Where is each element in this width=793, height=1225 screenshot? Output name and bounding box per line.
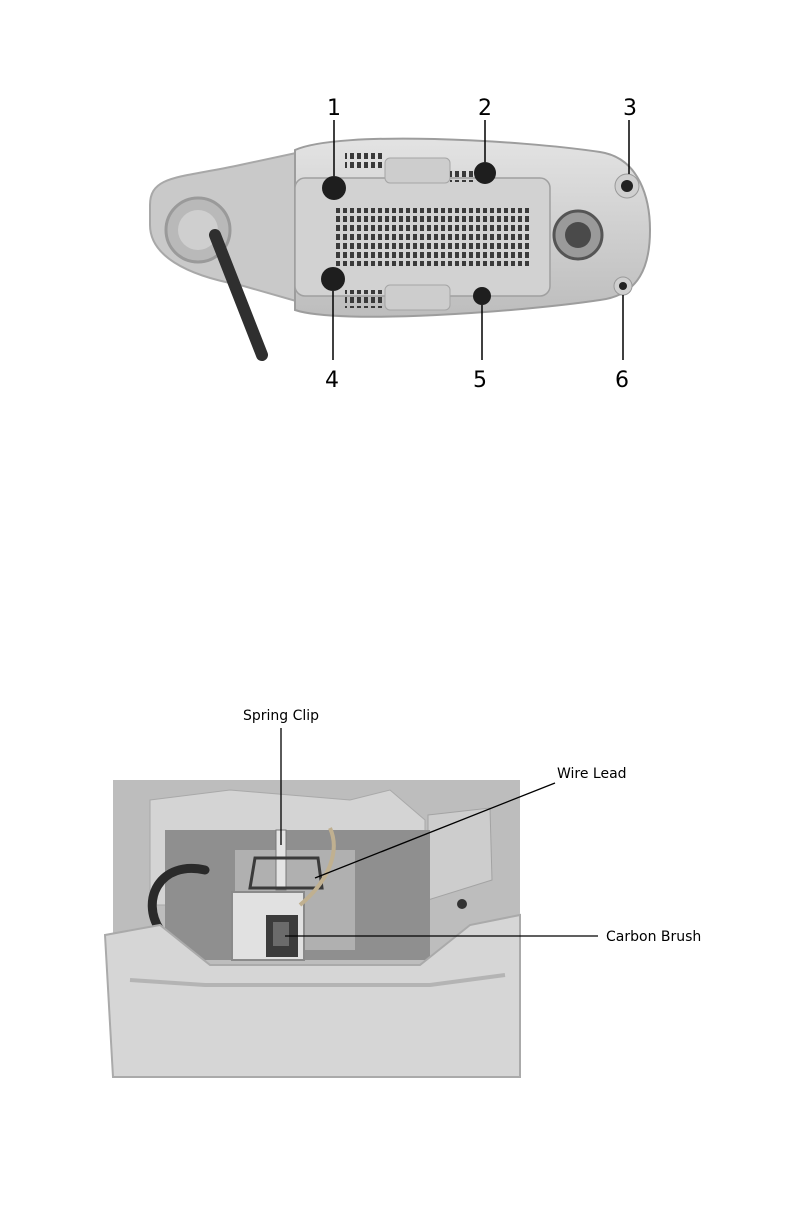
screw-5-icon: [473, 287, 491, 305]
screw-1-icon: [322, 176, 346, 200]
screw-6-icon: [614, 277, 632, 295]
screw-2-icon: [474, 162, 496, 184]
label-carbon-brush: Carbon Brush: [606, 929, 701, 945]
label-leader-lines: [281, 728, 598, 936]
housing-underside-figure: 1 2 3 4 5 6: [0, 0, 793, 420]
motor-housing-photo: [105, 780, 520, 1077]
screw-4-icon: [321, 267, 345, 291]
label-wire-lead: Wire Lead: [557, 766, 627, 782]
label-spring-clip: Spring Clip: [243, 708, 319, 724]
callout-5: 5: [473, 368, 487, 393]
callout-2: 2: [478, 96, 492, 121]
tool-housing-photo: [150, 139, 650, 355]
callout-3: 3: [623, 96, 637, 121]
callout-4: 4: [325, 368, 339, 393]
screw-3-icon: [615, 174, 639, 198]
callout-1: 1: [327, 96, 341, 121]
callout-6: 6: [615, 368, 629, 393]
